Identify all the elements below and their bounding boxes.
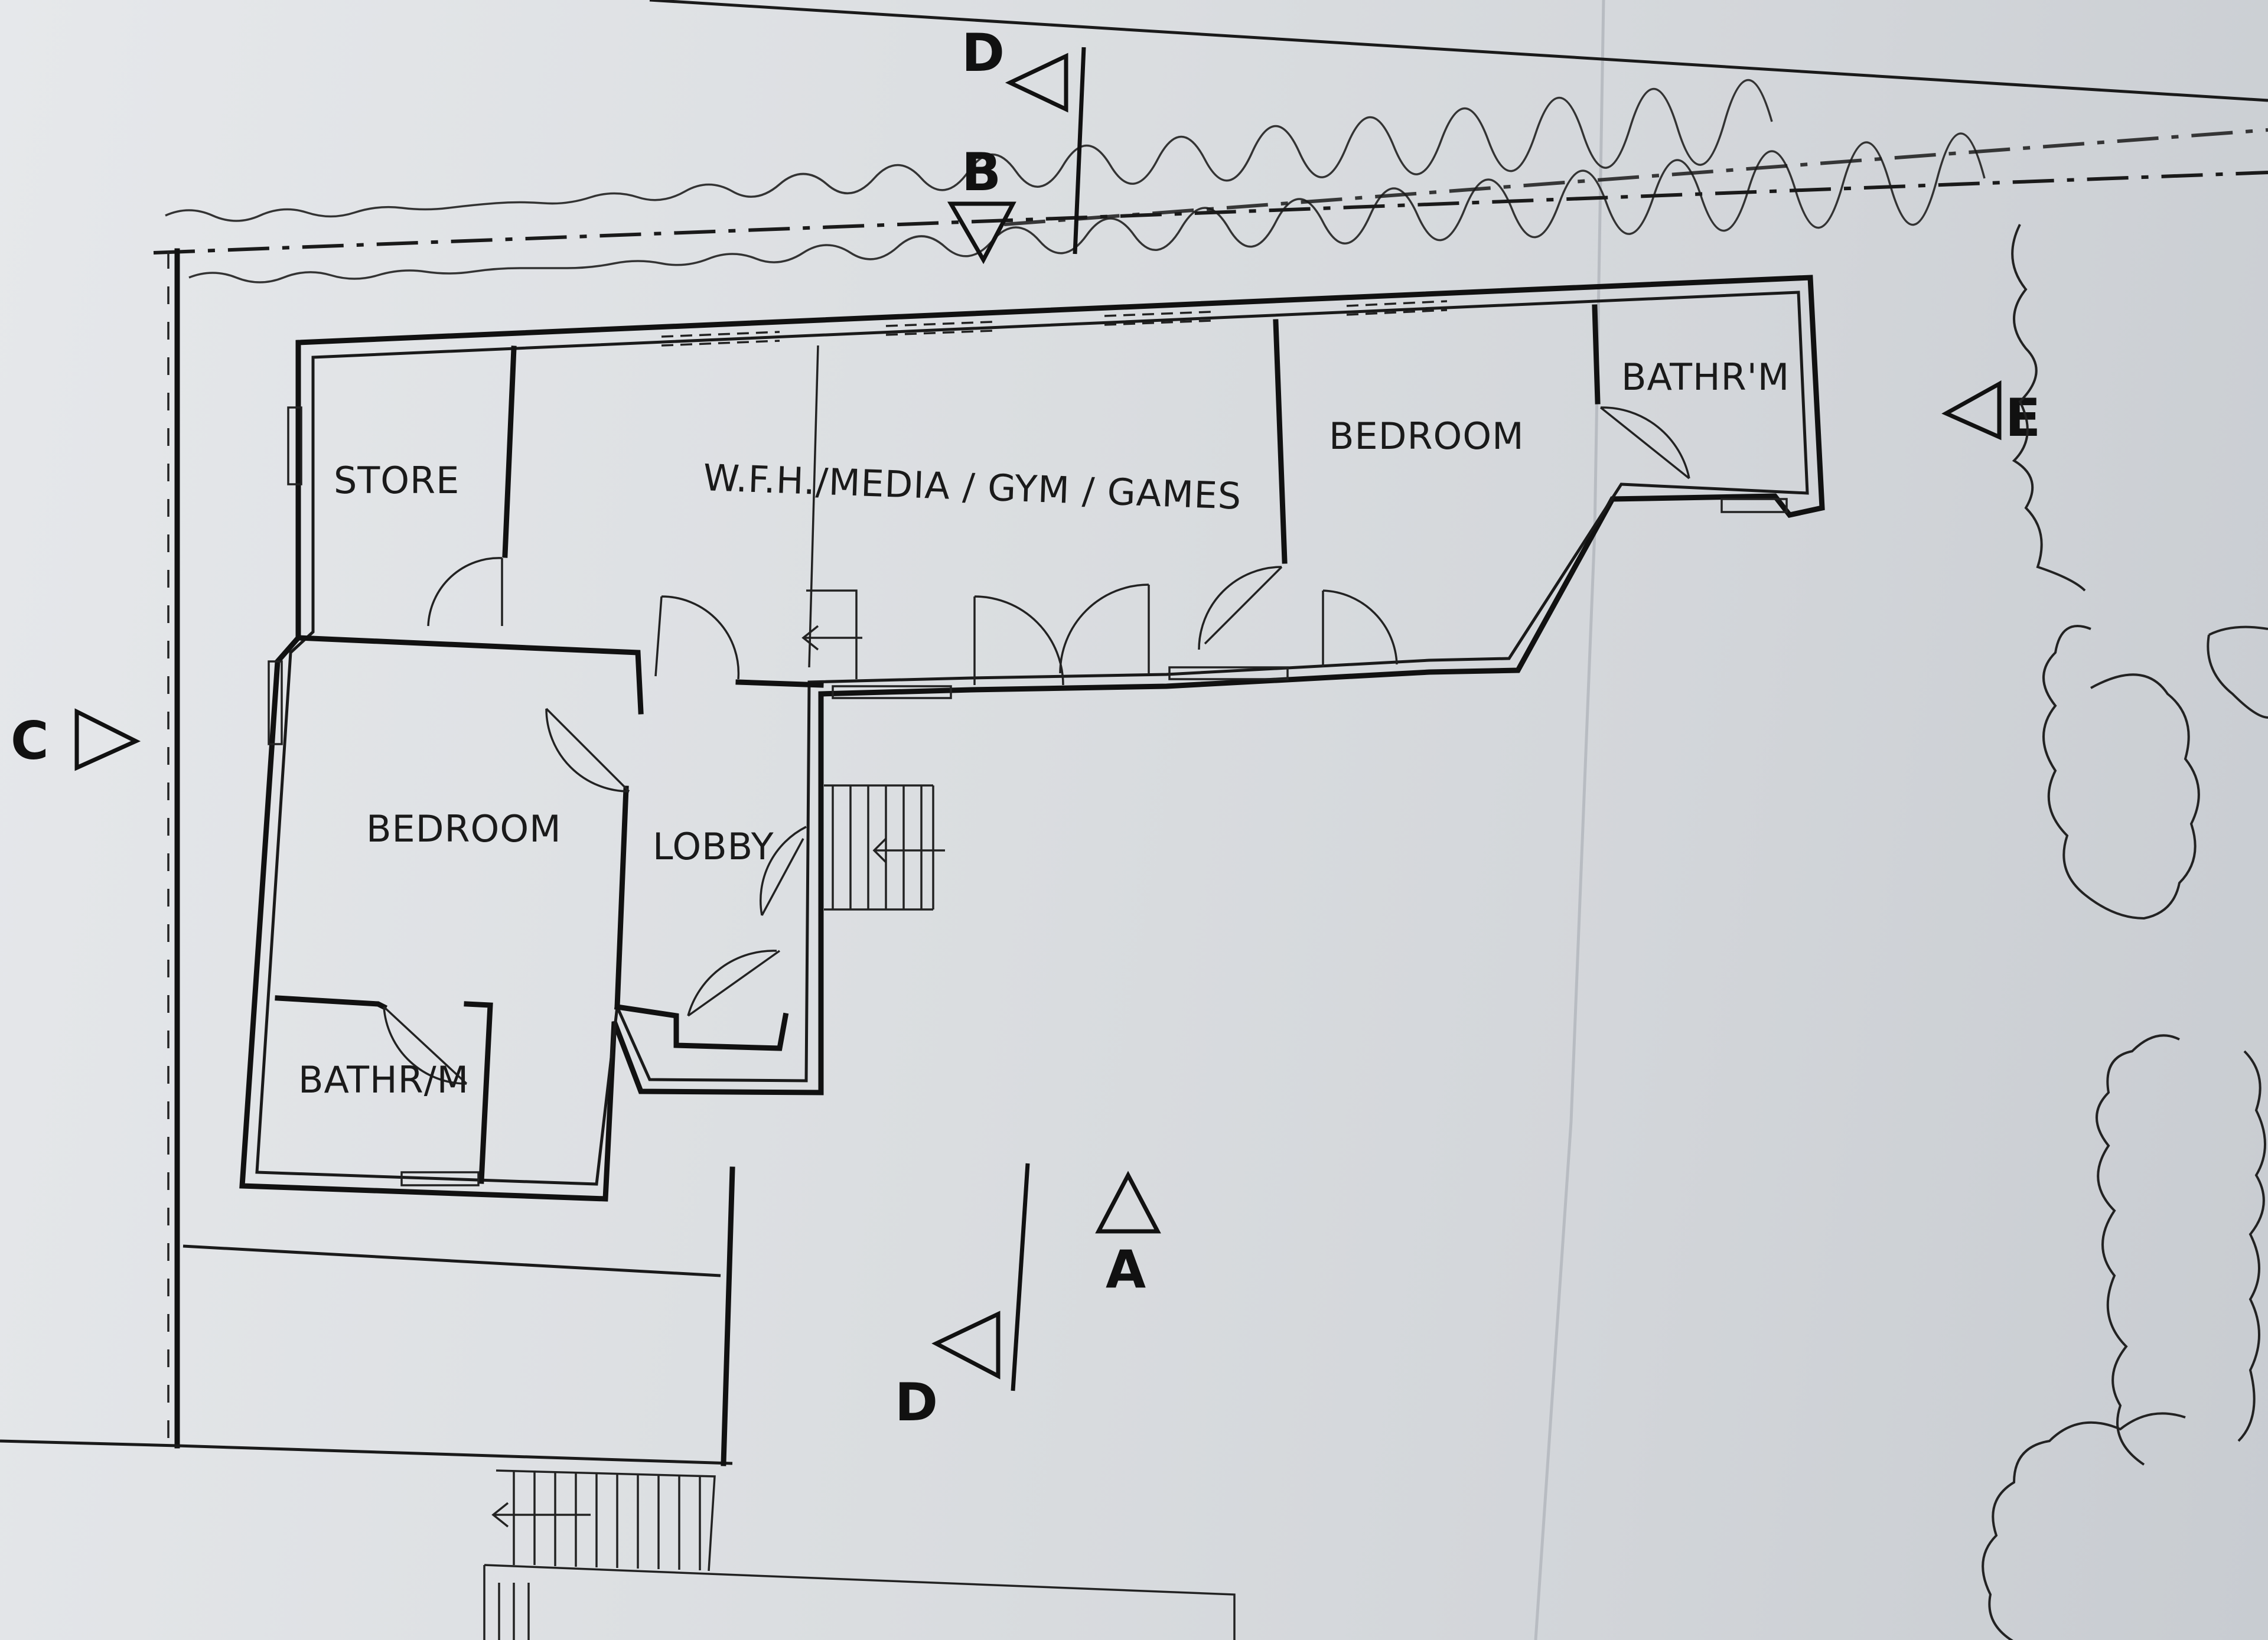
wall-bed-bath-right — [1592, 304, 1601, 405]
tree-outline-edge — [2237, 1050, 2266, 1442]
room-label-store: STORE — [334, 459, 460, 502]
marker-d-bottom-label: D — [895, 1372, 938, 1433]
room-label-lobby: LOBBY — [653, 825, 774, 868]
wall-bathroom-left-2 — [464, 1001, 493, 1184]
patio-wall — [721, 1166, 735, 1466]
wall-bedroom-lobby — [614, 785, 629, 1010]
door-bedroom-right-2 — [1322, 589, 1398, 667]
marker-c-label: C — [11, 710, 49, 771]
marker-d-bottom-triangle — [931, 1310, 1001, 1380]
marker-e-triangle — [1941, 380, 2002, 441]
hedge-line-upper — [165, 79, 1773, 222]
top-boundary-line — [649, 0, 2268, 102]
door-wfh-double-right — [1059, 583, 1150, 674]
room-label-bedroom-right: BEDROOM — [1329, 415, 1524, 458]
site-boundary-dashdot — [153, 171, 2268, 255]
bottom-boundary-line — [0, 1439, 733, 1465]
hedge-line-lower — [188, 132, 1986, 283]
wall-store-bottom — [295, 635, 644, 715]
tree-outline-right — [2207, 625, 2268, 719]
door-store — [427, 557, 503, 627]
door-bathroom-right — [1599, 406, 1690, 480]
step-wfh — [801, 589, 862, 679]
wall-lobby-wfh — [735, 679, 824, 688]
paper-fold-line — [1534, 0, 1605, 1640]
marker-b-label: B — [962, 142, 1001, 203]
marker-a-triangle — [1095, 1171, 1161, 1234]
marker-b-triangle — [947, 201, 1016, 265]
internal-stairs — [824, 784, 945, 911]
tree-outline-upper — [2011, 224, 2086, 592]
wall-store-wfh — [502, 345, 517, 558]
room-label-bathroom-left: BATHR/M — [298, 1058, 469, 1101]
building-outer-wall — [239, 275, 1825, 1202]
marker-a-label: A — [1106, 1239, 1146, 1300]
marker-d-bottom-line — [1011, 1163, 1030, 1391]
room-label-wfh-media: W.F.H./MEDIA / GYM / GAMES — [702, 456, 1242, 518]
window-bath-right — [1720, 498, 1788, 513]
window-top-4 — [1346, 300, 1448, 316]
door-lobby-side — [760, 826, 807, 916]
door-bathroom-left — [383, 1006, 468, 1085]
wfh-partition — [808, 345, 819, 668]
door-wfh-double-left — [973, 595, 1064, 686]
door-bedroom-right — [1198, 566, 1283, 650]
room-label-bathroom-right: BATHR'M — [1621, 356, 1790, 399]
window-top-1 — [661, 331, 780, 347]
door-bedroom-left — [545, 707, 630, 793]
marker-c-triangle — [74, 708, 141, 771]
tree-outline-lower — [1982, 1034, 2186, 1640]
patio-edge — [183, 1244, 721, 1277]
wall-lobby-bottom — [614, 1003, 789, 1051]
window-bed-front — [1168, 666, 1289, 680]
wall-wfh-bedroom — [1273, 319, 1288, 564]
marker-d-top-triangle — [1005, 53, 1068, 113]
window-left-bedroom — [268, 660, 283, 745]
wall-bathroom-left — [275, 995, 388, 1011]
window-wfh-front — [832, 685, 952, 699]
site-boundary-dashdot-2 — [1003, 128, 2268, 226]
room-label-bedroom-left: BEDROOM — [366, 807, 562, 850]
door-lobby-bottom — [687, 950, 781, 1017]
external-stairs — [483, 1469, 1236, 1640]
marker-d-top-line — [1073, 47, 1086, 255]
window-bath-left — [400, 1171, 480, 1186]
door-lobby-top — [654, 595, 740, 680]
marker-d-top-label: D — [962, 22, 1005, 83]
tree-outline-mid — [2042, 625, 2200, 920]
window-left-store — [287, 406, 302, 485]
marker-e-label: E — [2005, 387, 2041, 448]
